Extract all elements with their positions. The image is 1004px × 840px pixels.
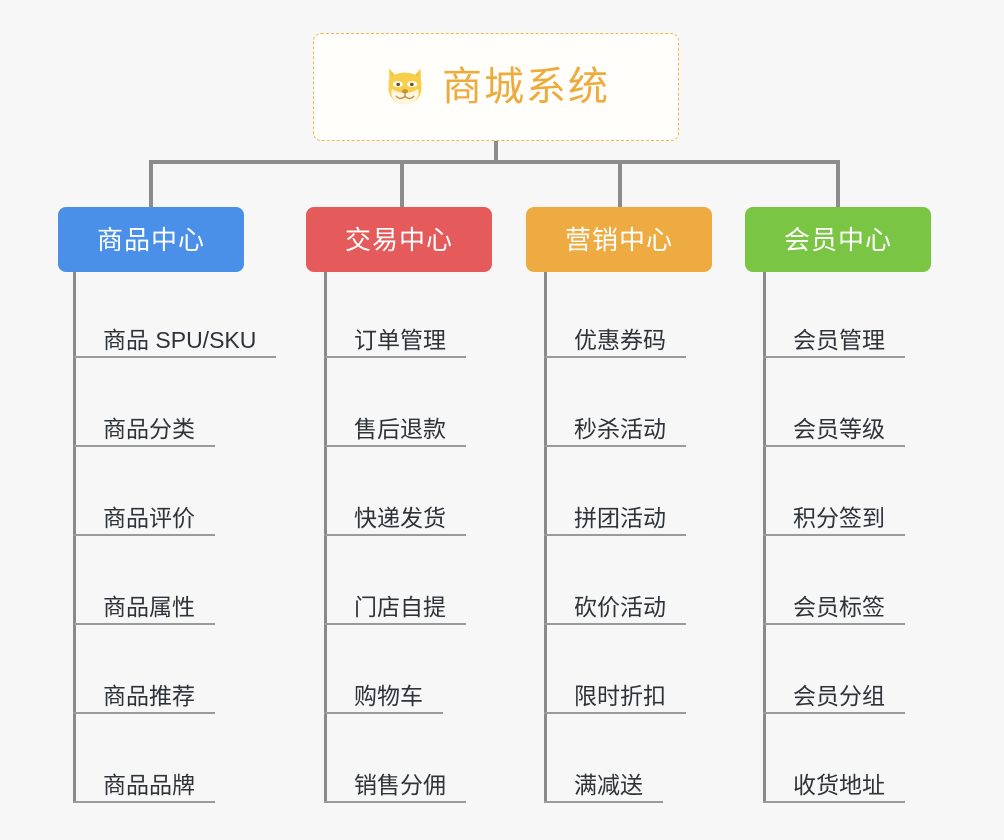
branch-header-label: 交易中心	[344, 224, 453, 255]
root-node-shop-system[interactable]: 商城系统	[313, 33, 679, 141]
connector-root-vertical	[494, 141, 498, 164]
branch-header-2[interactable]: 营销中心	[526, 207, 712, 272]
leaf-item-0-1[interactable]: 商品分类	[73, 407, 215, 447]
connector-drop-4	[836, 160, 840, 207]
leaf-item-2-2[interactable]: 拼团活动	[544, 496, 686, 536]
branch-trunk-3	[763, 272, 766, 802]
connector-drop-2	[400, 160, 404, 207]
branch-header-label: 商品中心	[96, 224, 205, 255]
leaf-item-2-0[interactable]: 优惠券码	[544, 318, 686, 358]
leaf-item-1-4[interactable]: 购物车	[324, 674, 443, 714]
branch-trunk-2	[544, 272, 547, 802]
leaf-item-0-4[interactable]: 商品推荐	[73, 674, 215, 714]
leaf-item-3-0[interactable]: 会员管理	[763, 318, 905, 358]
leaf-item-3-2[interactable]: 积分签到	[763, 496, 905, 536]
leaf-item-0-3[interactable]: 商品属性	[73, 585, 215, 625]
leaf-item-1-3[interactable]: 门店自提	[324, 585, 466, 625]
leaf-item-3-1[interactable]: 会员等级	[763, 407, 905, 447]
leaf-item-3-5[interactable]: 收货地址	[763, 763, 905, 803]
root-title: 商城系统	[442, 65, 610, 109]
leaf-item-1-0[interactable]: 订单管理	[324, 318, 466, 358]
connector-drop-3	[618, 160, 622, 207]
branch-header-label: 营销中心	[564, 224, 673, 255]
leaf-item-1-2[interactable]: 快递发货	[324, 496, 466, 536]
dog-face-icon	[388, 68, 422, 108]
branch-trunk-0	[73, 272, 76, 802]
branch-trunk-1	[324, 272, 327, 802]
connector-horizontal-bus	[149, 160, 840, 164]
leaf-item-3-3[interactable]: 会员标签	[763, 585, 905, 625]
leaf-item-2-4[interactable]: 限时折扣	[544, 674, 686, 714]
branch-header-1[interactable]: 交易中心	[306, 207, 492, 272]
branch-header-3[interactable]: 会员中心	[745, 207, 931, 272]
leaf-item-1-1[interactable]: 售后退款	[324, 407, 466, 447]
leaf-item-0-5[interactable]: 商品品牌	[73, 763, 215, 803]
connector-drop-1	[149, 160, 153, 207]
leaf-item-1-5[interactable]: 销售分佣	[324, 763, 466, 803]
leaf-item-3-4[interactable]: 会员分组	[763, 674, 905, 714]
leaf-item-2-3[interactable]: 砍价活动	[544, 585, 686, 625]
branch-header-0[interactable]: 商品中心	[58, 207, 244, 272]
leaf-item-0-2[interactable]: 商品评价	[73, 496, 215, 536]
branch-header-label: 会员中心	[783, 224, 892, 255]
leaf-item-2-5[interactable]: 满减送	[544, 763, 663, 803]
leaf-item-2-1[interactable]: 秒杀活动	[544, 407, 686, 447]
leaf-item-0-0[interactable]: 商品 SPU/SKU	[73, 318, 277, 358]
